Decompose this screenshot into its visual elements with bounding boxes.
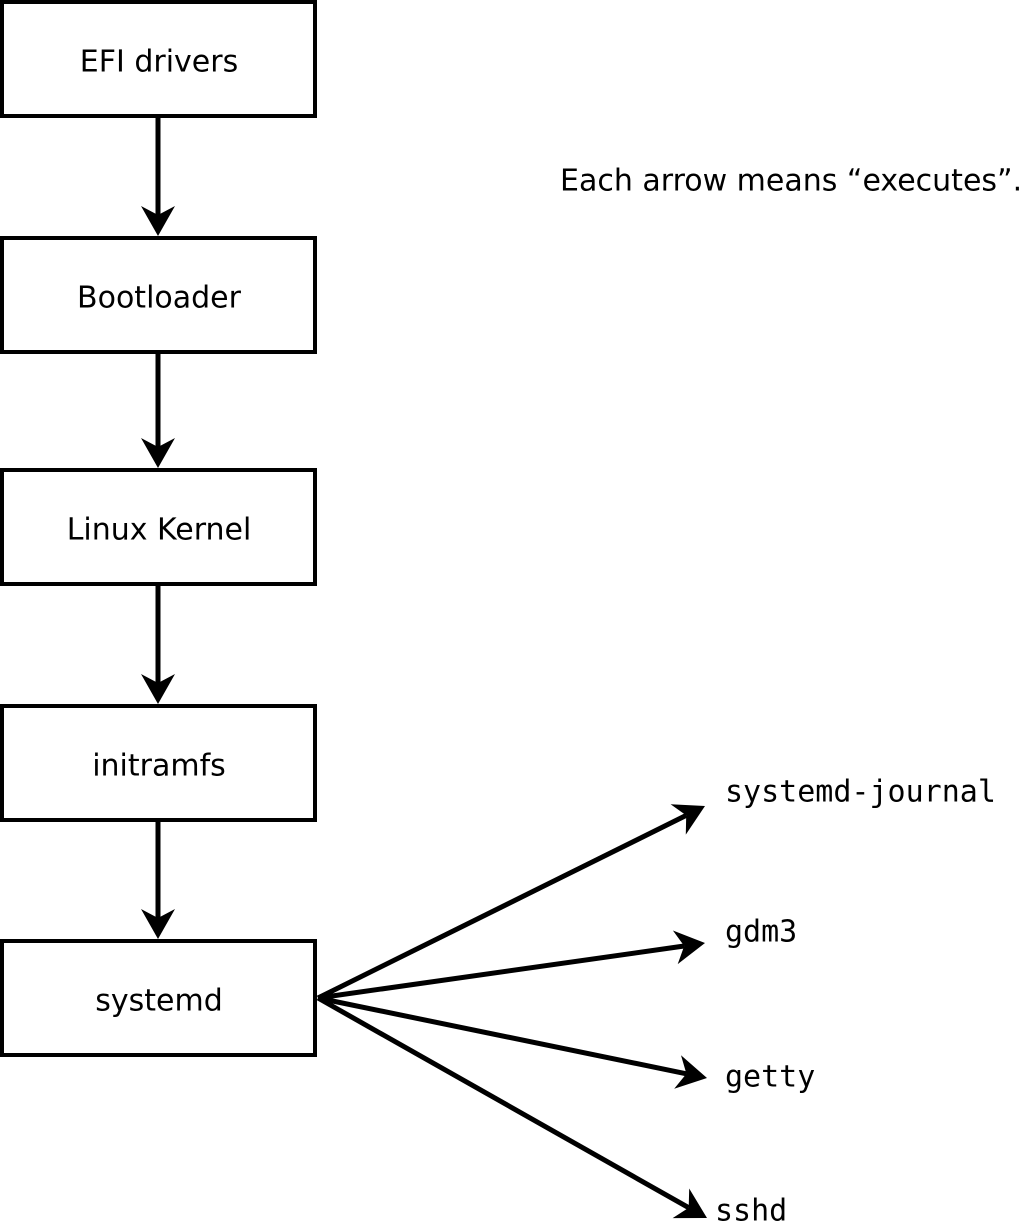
arrowhead-systemd-to-sshd [672,1188,707,1219]
node-box-systemd [0,939,317,1057]
node-label-systemd: systemd [95,984,223,1019]
arrow-systemd-to-systemd-journal [316,813,688,1001]
leaf-label-systemd-journal: systemd-journal [725,775,996,810]
arrowhead-kernel-to-initramfs [141,674,175,704]
leaf-label-sshd: sshd [715,1194,787,1229]
arrowhead-initramfs-to-systemd [141,909,175,939]
arrowhead-bootloader-to-kernel [141,438,175,468]
arrowhead-systemd-to-systemd-journal [670,804,705,835]
leaf-label-getty: getty [725,1060,815,1095]
arrow-legend-note: Each arrow means “executes”. [560,164,1022,199]
arrow-systemd-to-sshd [316,995,690,1210]
arrowhead-efi-to-bootloader [141,206,175,236]
node-label-initramfs: initramfs [92,749,226,784]
node-label-linux-kernel: Linux Kernel [67,513,252,548]
arrowhead-systemd-to-getty [674,1055,707,1089]
node-label-bootloader: Bootloader [77,281,242,316]
node-box-linux-kernel [0,468,317,586]
arrow-systemd-to-getty [317,995,687,1077]
arrowhead-systemd-to-gdm3 [672,930,705,965]
node-box-bootloader [0,236,317,354]
arrow-systemd-to-gdm3 [317,943,685,1001]
node-box-efi-drivers [0,0,317,118]
node-label-efi-drivers: EFI drivers [80,45,238,80]
leaf-label-gdm3: gdm3 [725,915,797,950]
node-box-initramfs [0,704,317,822]
